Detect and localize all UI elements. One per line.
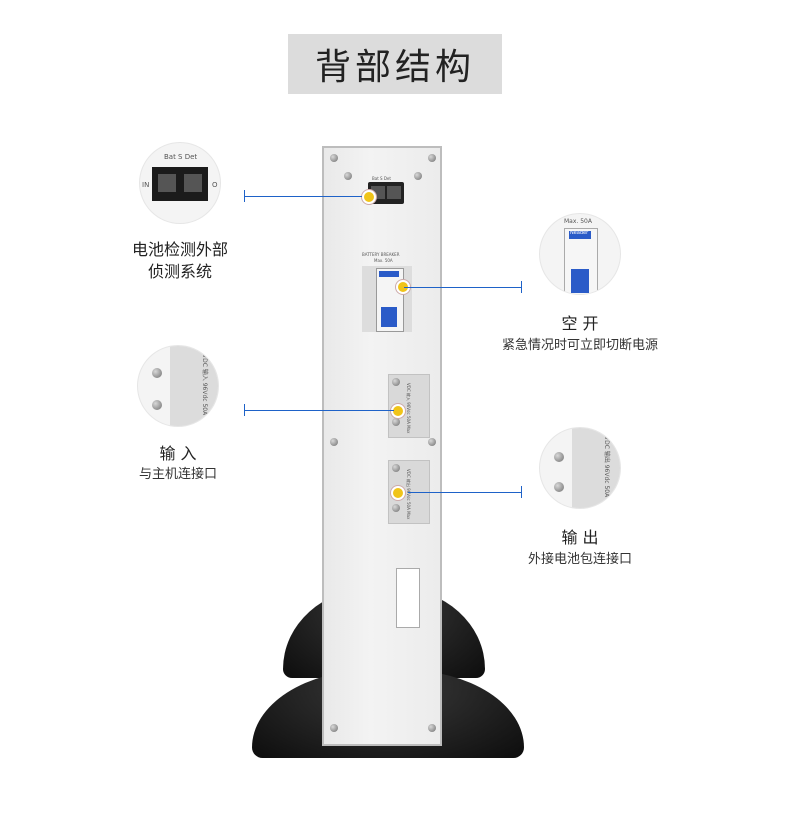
output-rating: VDC 输出 96Vdc 50A Max — [406, 469, 411, 520]
breaker-label-desc: 紧急情况时可立即切断电源 — [501, 338, 658, 353]
zoom-output-rating: VDC 输出 96Vdc 50A Max — [603, 436, 610, 508]
screw-icon — [428, 154, 436, 162]
screw-icon — [392, 504, 400, 512]
input-rating: VDC 输入 96Vdc 50A Max — [406, 383, 411, 434]
zoom-in-label: IN — [142, 181, 150, 189]
input-marker — [391, 404, 405, 418]
input-label-title: 输 入 — [159, 444, 197, 463]
callout-line-battery — [244, 196, 362, 197]
zoom-breaker-brand: Neader — [570, 230, 589, 236]
screw-icon — [392, 464, 400, 472]
screw-icon — [428, 724, 436, 732]
screw-icon — [330, 154, 338, 162]
callout-line-end — [521, 486, 522, 498]
screw-icon — [554, 452, 564, 462]
callout-line-output — [408, 492, 522, 493]
screw-icon — [152, 368, 162, 378]
input-zoom: VDC 输入 96Vdc 50A Max — [138, 346, 218, 426]
callout-line-end — [521, 281, 522, 293]
rating-sticker — [396, 568, 420, 628]
breaker-zoom: Max. 50A Neader — [540, 214, 620, 294]
output-label-title: 输 出 — [561, 528, 599, 547]
battery-label-line2: 侦测系统 — [147, 262, 212, 281]
breaker-toggle[interactable] — [381, 307, 397, 327]
zoom-breaker-rating: Max. 50A — [564, 218, 592, 225]
output-zoom: VDC 输出 96Vdc 50A Max — [540, 428, 620, 508]
zoom-input-plate — [170, 346, 218, 426]
callout-line-breaker — [404, 287, 522, 288]
page-title-box: 背部结构 — [288, 34, 502, 94]
input-label-desc: 与主机连接口 — [138, 467, 217, 482]
battery-label-line1: 电池检测外部 — [131, 240, 228, 259]
callout-line-input — [244, 410, 394, 411]
breaker-brand-label — [379, 271, 399, 277]
battery-breaker-switch[interactable] — [376, 268, 404, 332]
screw-icon — [344, 172, 352, 180]
zoom-breaker-switch — [564, 228, 598, 294]
zoom-port-label: Bat S Det — [164, 153, 198, 161]
breaker-label-title: 空 开 — [561, 314, 599, 333]
battery-detect-zoom: Bat S Det IN O — [140, 143, 220, 223]
breaker-title: BATTERY BREAKER — [362, 252, 400, 257]
page-title: 背部结构 — [314, 47, 475, 88]
output-label-desc: 外接电池包连接口 — [527, 552, 632, 567]
output-marker — [391, 486, 405, 500]
screw-icon — [330, 438, 338, 446]
screw-icon — [428, 438, 436, 446]
screw-icon — [392, 418, 400, 426]
port-label: Bat S Det — [372, 176, 391, 181]
screw-icon — [414, 172, 422, 180]
zoom-input-rating: VDC 输入 96Vdc 50A Max — [201, 354, 208, 426]
screw-icon — [330, 724, 338, 732]
screw-icon — [392, 378, 400, 386]
breaker-rating: Max. 50A — [374, 258, 393, 263]
zoom-port-block — [152, 167, 208, 201]
zoom-output-plate — [572, 428, 620, 508]
zoom-out-label: O — [212, 181, 218, 189]
screw-icon — [554, 482, 564, 492]
battery-detect-marker — [362, 190, 376, 204]
screw-icon — [152, 400, 162, 410]
ups-rear-panel: Bat S Det BATTERY BREAKER Max. 50A VDC 输… — [322, 146, 442, 746]
